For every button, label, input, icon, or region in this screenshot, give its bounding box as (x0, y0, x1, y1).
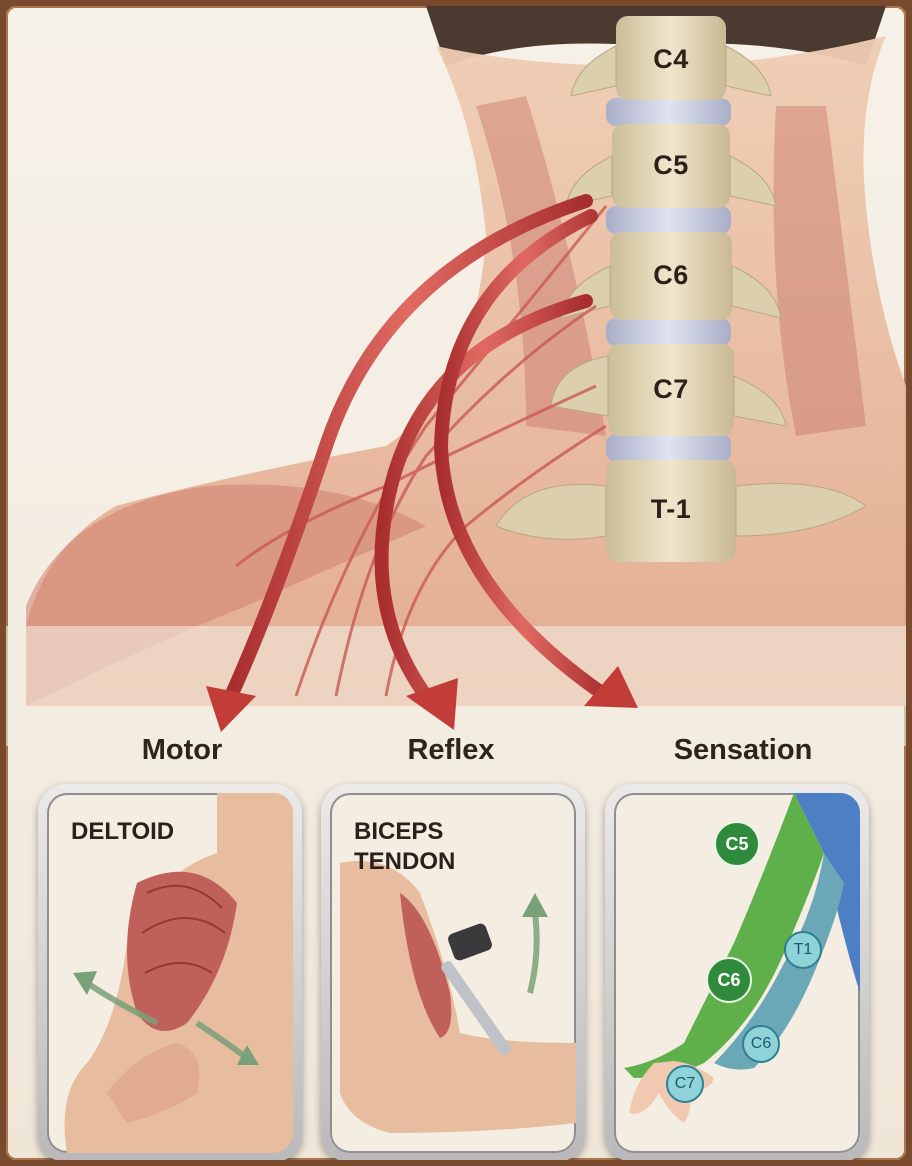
neck-spine-illustration (6, 6, 906, 746)
vertebra-t1 (606, 460, 736, 562)
vertebra-c4 (616, 16, 726, 100)
motor-panel-title: DELTOID (71, 818, 175, 845)
reflex-title-line2: TENDON (354, 848, 456, 875)
arm (340, 861, 576, 1133)
sensation-panel-inner: C5 C6 T1 C6 C7 (614, 793, 860, 1153)
first-rib-left (495, 483, 607, 540)
fist (107, 1043, 200, 1123)
deltoid-muscle (127, 871, 237, 1031)
dermatome-badge-c7: C7 (666, 1065, 704, 1103)
vertebra-c5 (612, 124, 730, 208)
reflex-panel: BICEPS TENDON (321, 784, 585, 1160)
vertebra-c7 (608, 344, 734, 436)
nerve-to-sensation (433, 209, 638, 708)
first-rib-right (735, 483, 867, 537)
reflex-panel-title: BICEPS TENDON (354, 817, 455, 877)
vertebra-label-c6: C6 (653, 260, 689, 290)
disc-c5-c6 (606, 206, 731, 234)
category-reflex: Reflex (407, 734, 495, 766)
motor-panel-inner: DELTOID (47, 793, 293, 1153)
disc-c4-c5 (606, 98, 731, 126)
vertebra-label-c7: C7 (653, 374, 689, 404)
disc-c7-t1 (606, 434, 731, 462)
vertebra-label-c5: C5 (653, 150, 689, 180)
reflex-hammer (441, 923, 511, 1055)
biceps-reflex-illustration (340, 861, 576, 1133)
nerve-to-reflex (374, 294, 593, 730)
neck-muscle-right (773, 106, 866, 436)
dermatome-badge-c6-upper: C6 (706, 957, 752, 1003)
reflex-title-line1: BICEPS (354, 818, 444, 845)
neck-muscle-left (476, 96, 606, 436)
reflex-panel-inner: BICEPS TENDON (330, 793, 576, 1153)
disc-c6-c7 (606, 318, 731, 346)
dermatome-badge-c6-lower: C6 (742, 1025, 780, 1063)
category-sensation: Sensation (673, 734, 813, 766)
motor-panel: DELTOID (38, 784, 302, 1160)
category-motor: Motor (141, 734, 223, 766)
nerve-to-motor (206, 194, 593, 732)
dermatome-badge-t1: T1 (784, 931, 822, 969)
illustration-canvas: C4 C5 C6 C7 T-1 Motor Reflex Sensation (6, 6, 906, 1160)
vertebra-label-c4: C4 (653, 44, 689, 74)
dermatome-c6-c7-region (714, 853, 844, 1070)
sensation-panel: C5 C6 T1 C6 C7 (605, 784, 869, 1160)
vertebra-c6 (610, 232, 732, 320)
deltoid-illustration (64, 793, 293, 1153)
dermatome-t1-region (794, 793, 860, 993)
dermatome-c5-c6-region (624, 793, 824, 1078)
vertebra-label-t1: T-1 (650, 494, 692, 524)
biceps-muscle (400, 893, 452, 1038)
brachial-plexus-branches (235, 205, 608, 697)
dermatome-badge-c5: C5 (714, 821, 760, 867)
